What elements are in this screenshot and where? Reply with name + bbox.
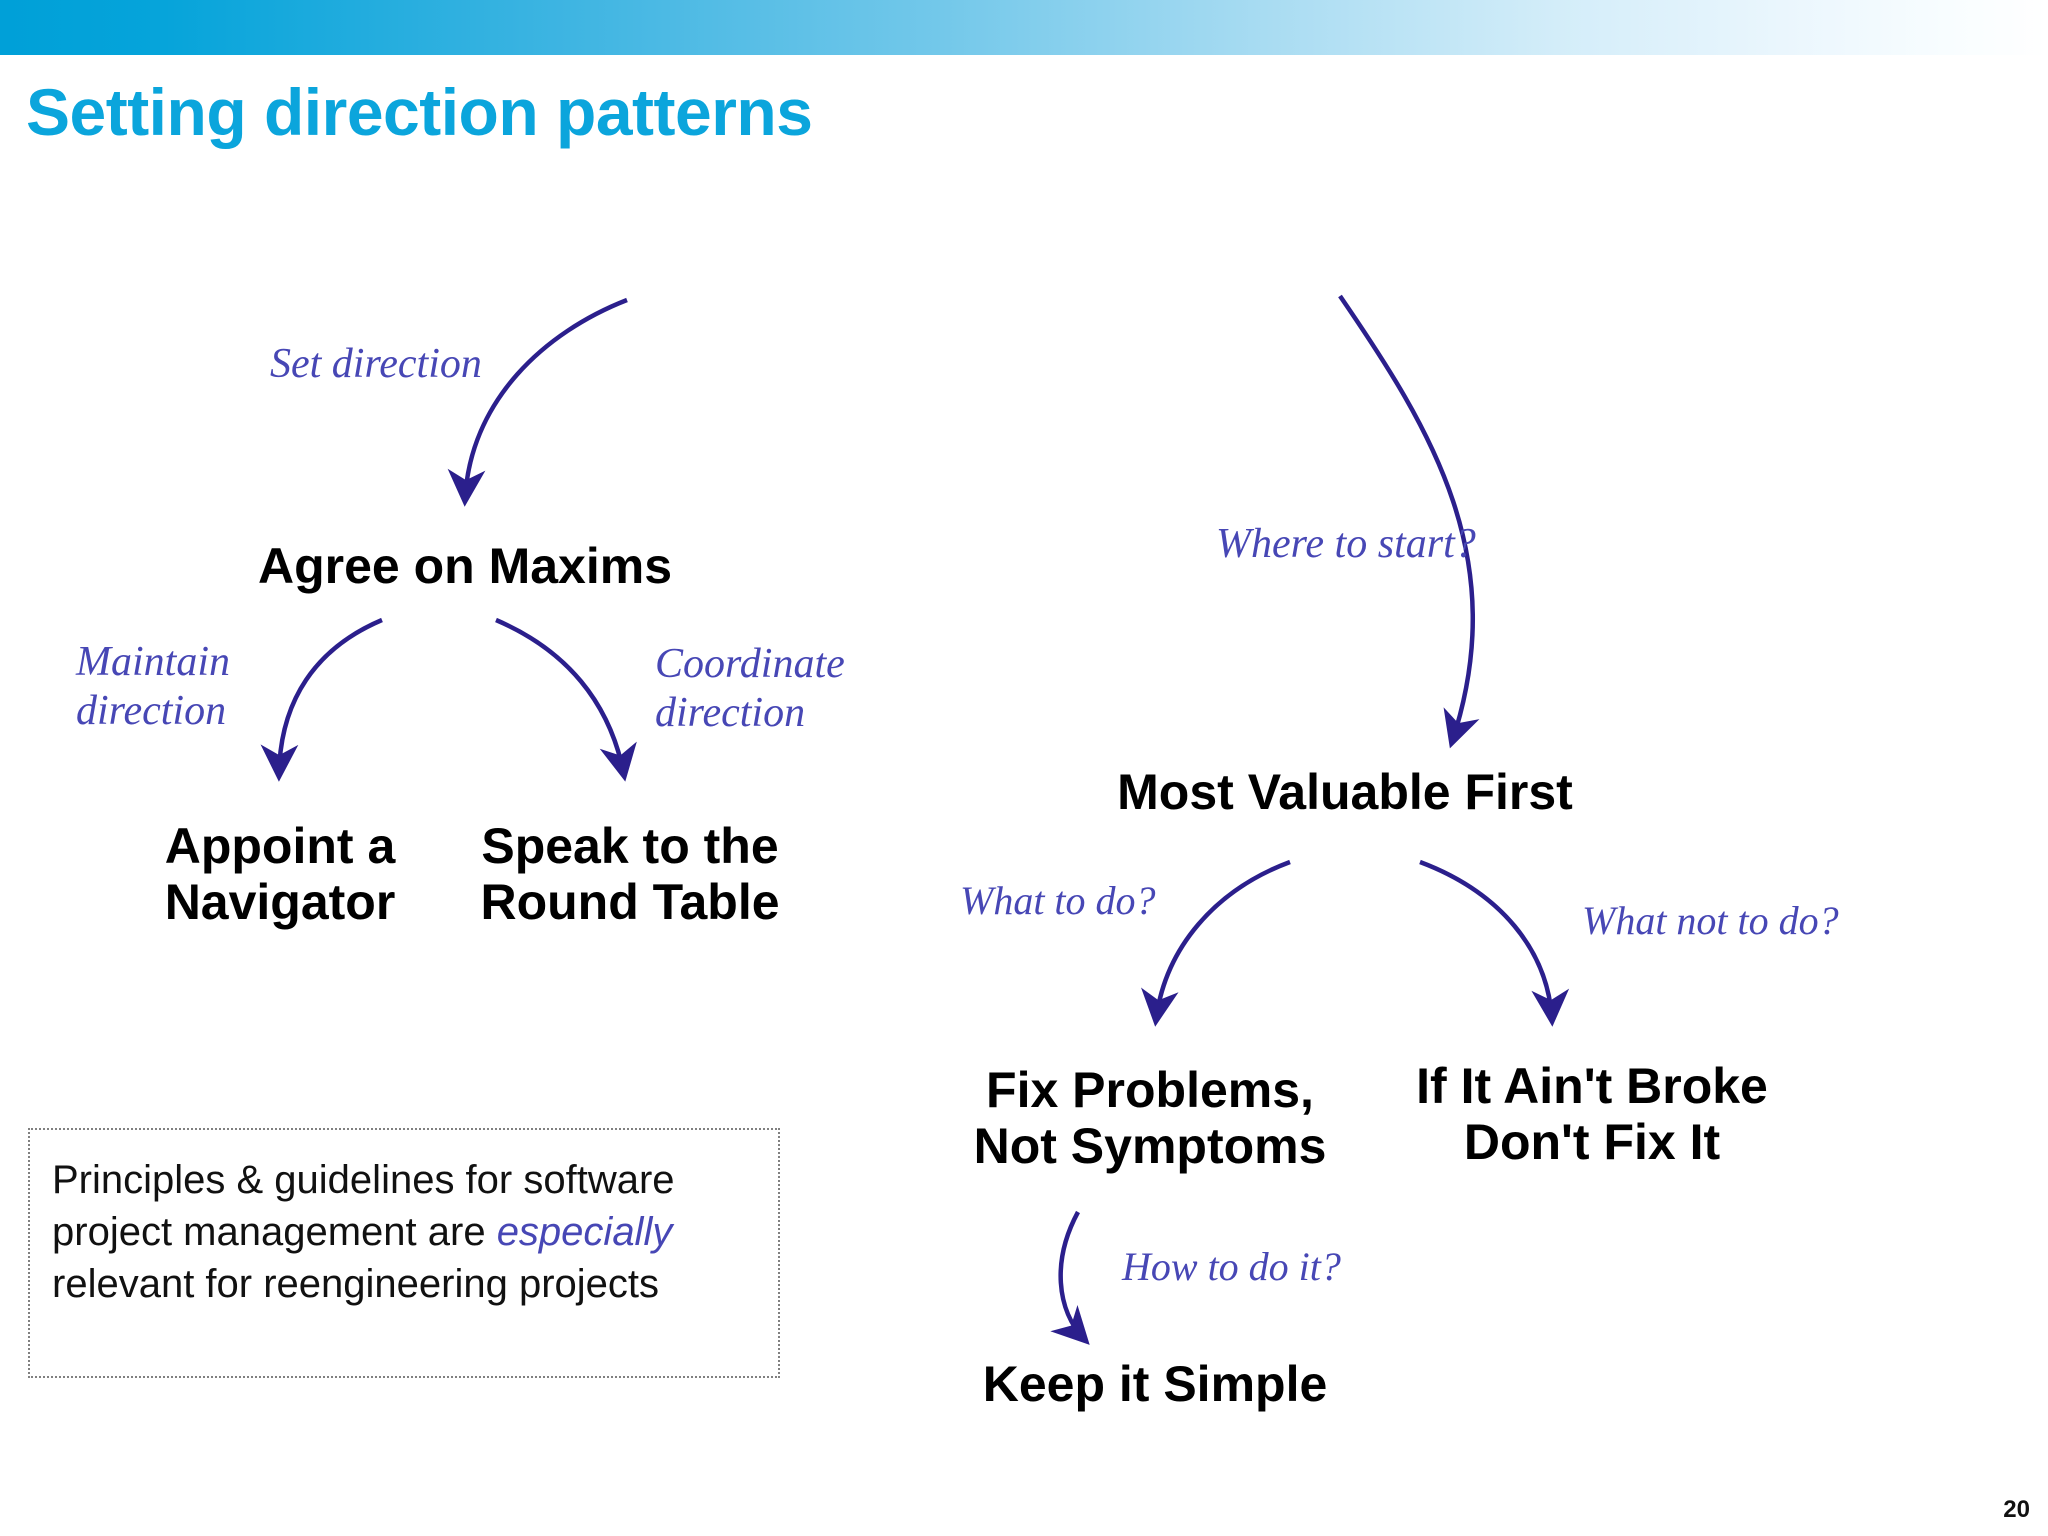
arrow-how-to-do-it: [1050, 1210, 1090, 1345]
node-keep-it-simple: Keep it Simple: [982, 1356, 1328, 1412]
page-title: Setting direction patterns: [26, 75, 813, 149]
note-text-after: relevant for reengineering projects: [52, 1262, 660, 1306]
edge-label-coordinate-direction: Coordinate direction: [655, 641, 845, 736]
note-text: Principles & guidelines for software pro…: [52, 1154, 766, 1310]
arrow-set-direction: [447, 297, 628, 507]
node-speak-to-the-round-table: Speak to the Round Table: [480, 818, 780, 930]
header-banner: [0, 0, 2048, 55]
note-text-before: Principles & guidelines for software pro…: [52, 1158, 675, 1254]
node-agree-on-maxims: Agree on Maxims: [257, 538, 672, 594]
edge-label-where-to-start: Where to start?: [1216, 521, 1476, 567]
note-text-emphasis: especially: [496, 1210, 673, 1254]
node-fix-problems-not-symptoms: Fix Problems, Not Symptoms: [973, 1062, 1327, 1174]
edge-label-what-to-do: What to do?: [960, 878, 1156, 923]
arrow-maintain-direction: [260, 617, 383, 782]
edge-label-set-direction: Set direction: [270, 341, 482, 387]
edge-label-maintain-direction: Maintain direction: [76, 639, 230, 734]
note-box: Principles & guidelines for software pro…: [28, 1128, 780, 1378]
page-number: 20: [2003, 1496, 2030, 1523]
arrow-coordinate-direction: [495, 617, 637, 782]
node-appoint-a-navigator: Appoint a Navigator: [164, 818, 396, 930]
node-if-it-aint-broke-dont-fix-it: If It Ain't Broke Don't Fix It: [1416, 1058, 1768, 1170]
edge-label-what-not-to-do: What not to do?: [1582, 898, 1839, 943]
node-most-valuable-first: Most Valuable First: [1117, 764, 1573, 820]
arrow-what-not-to-do: [1419, 859, 1570, 1027]
arrow-where-to-start: [1338, 294, 1480, 749]
arrow-what-to-do: [1141, 859, 1291, 1027]
edge-label-how-to-do-it: How to do it?: [1122, 1244, 1341, 1289]
